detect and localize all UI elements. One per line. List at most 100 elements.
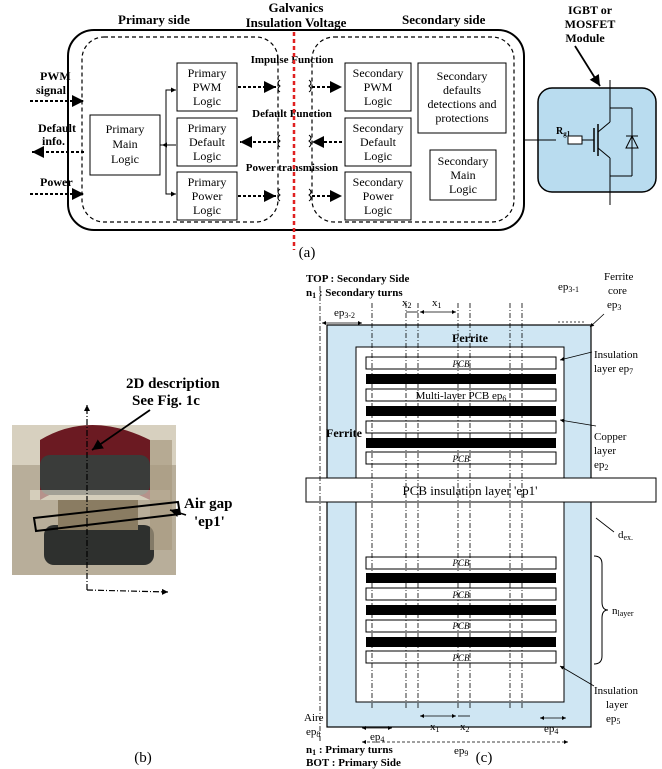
ep4-label-right: ep4 <box>544 723 558 736</box>
primary-pwm-logic-1: Primary <box>188 66 227 80</box>
insulation-bot-label-1: Insulation <box>594 685 638 697</box>
main-to-pwm-link <box>160 87 176 146</box>
primary-main-logic-2: Main <box>112 137 137 151</box>
secondary-power-logic-3: Logic <box>364 203 392 217</box>
copper-layer-pointer <box>559 418 597 427</box>
secondary-power-logic-box <box>344 171 412 221</box>
pcb-label-bot-4: PCB <box>452 653 471 663</box>
primary-pwm-logic-3: Logic <box>193 94 221 108</box>
secondary-main-logic-3: Logic <box>449 182 477 196</box>
module-label-1: IGBT or <box>568 3 613 17</box>
module-label-3: Module <box>565 31 605 45</box>
primary-pwm-logic-box <box>176 62 238 112</box>
aire-label-2: ep8 <box>306 726 320 739</box>
default-label-1: Default <box>38 121 76 135</box>
primary-power-logic-box <box>176 171 238 221</box>
ferrite-core-label-2: core <box>608 285 627 297</box>
nlayer-label: nlayer <box>612 605 634 618</box>
turn-guide-lines <box>319 286 523 742</box>
top-pcb-stack <box>365 356 557 465</box>
insulation-top-label-1: Insulation <box>594 349 638 361</box>
default-label-2: info. <box>42 134 65 148</box>
insulation-bot-pointer <box>559 665 595 687</box>
pcb-label-bot-2: PCB <box>452 590 471 600</box>
secondary-detection-3: detections and <box>428 97 497 111</box>
pcb-insulation-layer <box>305 477 657 503</box>
pcb-label-top-2: PCB <box>452 454 471 464</box>
copper-layer-label-2: layer <box>594 445 616 457</box>
ep32-label: ep3-2 <box>334 307 355 320</box>
primary-power-logic-2: Power <box>192 189 223 203</box>
secondary-default-logic-2: Default <box>360 135 397 149</box>
secondary-main-logic-2: Main <box>450 168 475 182</box>
primary-default-logic-1: Primary <box>188 121 227 135</box>
diode-symbol <box>625 134 639 149</box>
secondary-default-logic-1: Secondary <box>353 121 404 135</box>
transformer-photo <box>12 425 176 575</box>
secondary-default-logic-box <box>344 117 412 167</box>
secondary-pwm-logic-2: PWM <box>364 80 393 94</box>
secondary-detection-4: protections <box>435 111 489 125</box>
module-label-2: MOSFET <box>565 17 616 31</box>
insulation-top-pointer <box>559 351 593 361</box>
air-gap-arrow <box>169 508 187 517</box>
default-function-label: Default Function <box>252 108 332 120</box>
ep31-label: ep3-1 <box>558 281 579 294</box>
secondary-detection-1: Secondary <box>437 69 488 83</box>
secondary-power-logic-1: Secondary <box>353 175 404 189</box>
primary-default-logic-3: Logic <box>193 149 221 163</box>
description-arrow <box>91 409 151 451</box>
multilayer-pcb-label: Multi-layer PCB ep6 <box>416 390 507 403</box>
bottom-pcb-stack <box>365 556 557 664</box>
x2-label-top: x2 <box>402 297 412 310</box>
panel-b: 2D description See Fig. 1c Air gap 'ep1'… <box>12 376 232 766</box>
secondary-side-label: Secondary side <box>402 12 486 27</box>
power-transmission <box>238 188 342 202</box>
primary-pwm-logic-2: PWM <box>193 80 222 94</box>
primary-power-logic-3: Logic <box>193 203 221 217</box>
secondary-detection-2: defaults <box>443 83 481 97</box>
rg-label: Rg1 <box>556 126 571 138</box>
secondary-main-logic-1: Secondary <box>438 154 489 168</box>
caption-c: (c) <box>476 750 493 766</box>
impulse-transmission <box>238 79 342 93</box>
secondary-pwm-logic-box <box>344 62 412 112</box>
top-side-label: TOP : Secondary Side <box>306 273 410 285</box>
impulse-function-label: Impulse Function <box>251 54 334 66</box>
pwm-label-1: PWM <box>40 69 71 83</box>
primary-main-logic-1: Primary <box>106 122 145 136</box>
insulation-bot-label-2: layer <box>606 699 628 711</box>
primary-turns-label: n1 : Primary turns <box>306 744 394 757</box>
air-gap-label-2: 'ep1' <box>194 514 225 530</box>
secondary-detection-box <box>417 62 507 134</box>
ferrite-core-label-1: Ferrite <box>604 271 633 283</box>
insulation-bot-label-3: ep5 <box>606 713 620 726</box>
primary-default-logic-box <box>176 117 238 167</box>
nlayer-brace <box>593 555 609 665</box>
primary-main-logic-3: Logic <box>111 152 139 166</box>
air-gap-label-1: Air gap <box>184 496 232 512</box>
primary-power-logic-1: Primary <box>188 175 227 189</box>
panel-c: TOP : Secondary Side n1 : Secondary turn… <box>304 271 657 769</box>
pcb-label-bot-1: PCB <box>452 558 471 568</box>
galvanics-label-1: Galvanics <box>269 0 324 15</box>
panel-a: Primary side Galvanics Insulation Voltag… <box>30 0 657 261</box>
x2-label-bot: x2 <box>460 721 470 734</box>
module-pointer-arrow <box>574 45 601 87</box>
ep4-label-left: ep4 <box>370 731 384 744</box>
insulation-top-label-2: layer ep7 <box>594 363 633 376</box>
ferrite-core-label-3: ep3 <box>607 299 621 312</box>
copper-layer-label-3: ep2 <box>594 459 608 472</box>
secondary-turns-label: n1 : Secondary turns <box>306 287 403 300</box>
isolator-outer-box <box>67 29 525 231</box>
secondary-power-logic-2: Power <box>363 189 394 203</box>
primary-region <box>81 36 279 223</box>
x1-label-top: x1 <box>432 297 442 310</box>
gate-resistor <box>567 135 583 145</box>
ep9-label: ep9 <box>454 745 468 758</box>
air-gap-highlight <box>32 500 182 533</box>
pwm-label-2: signal <box>36 83 67 97</box>
secondary-region <box>311 36 515 223</box>
primary-side-label: Primary side <box>118 12 190 27</box>
